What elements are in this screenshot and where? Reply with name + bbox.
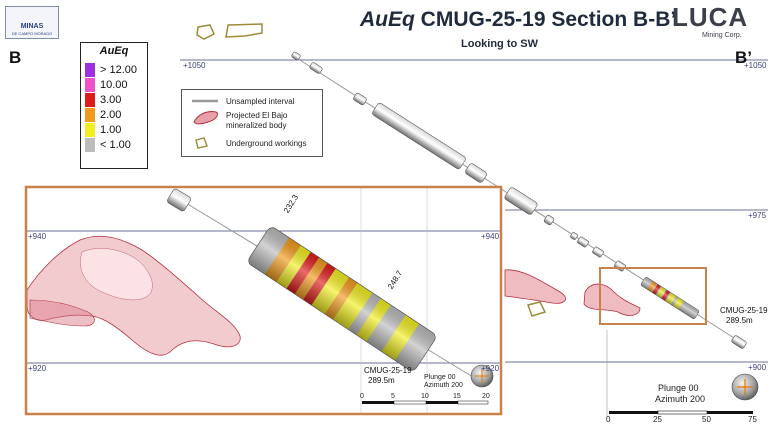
legend-swatch bbox=[85, 93, 95, 107]
plunge-label-inset: Plunge 00 bbox=[424, 374, 456, 381]
key-projected-2: mineralized body bbox=[226, 121, 287, 130]
minas-logo-name: MINAS bbox=[20, 23, 44, 30]
drillhole-length-inset: 289.5m bbox=[368, 376, 395, 385]
scale-bar-main bbox=[609, 410, 753, 415]
grade-legend: AuEq > 12.00 10.00 3.00 2.00 1.00 < 1.00 bbox=[80, 42, 148, 169]
scale-tick-main: 25 bbox=[653, 415, 662, 424]
plunge-label: Plunge 00 bbox=[658, 383, 699, 393]
legend-label: < 1.00 bbox=[100, 139, 131, 151]
underground-working-shape bbox=[527, 301, 547, 317]
key-projected-1: Projected El Bajo bbox=[226, 111, 288, 120]
luca-logo-sub: Mining Corp. bbox=[702, 32, 742, 39]
scale-tick-main: 50 bbox=[702, 415, 711, 424]
unsampled-intervals bbox=[291, 51, 747, 349]
page-subtitle: Looking to SW bbox=[461, 38, 538, 50]
scale-tick-inset: 20 bbox=[482, 393, 490, 400]
symbol-key-icons bbox=[192, 99, 219, 149]
scale-tick-inset: 15 bbox=[453, 393, 461, 400]
legend-swatch bbox=[85, 123, 95, 137]
section-label-right: B’ bbox=[735, 48, 752, 67]
legend-label: 1.00 bbox=[100, 124, 122, 136]
drillhole-name-inset: CMUG-25-19 bbox=[364, 366, 412, 375]
drillhole-name: CMUG-25-19 bbox=[720, 306, 768, 315]
legend-swatch bbox=[85, 63, 95, 77]
azimuth-label: Azimuth 200 bbox=[655, 394, 706, 404]
key-workings: Underground workings bbox=[226, 139, 307, 148]
assayed-interval-large bbox=[248, 227, 436, 371]
level-label-940-right: +940 bbox=[481, 232, 500, 241]
underground-working-shape bbox=[225, 23, 263, 38]
legend-swatch bbox=[85, 78, 95, 92]
legend-label: 10.00 bbox=[100, 79, 128, 91]
legend-swatch bbox=[85, 138, 95, 152]
scale-tick-main: 0 bbox=[606, 415, 611, 424]
drillhole-length: 289.5m bbox=[726, 316, 753, 325]
level-label-920-right: +920 bbox=[481, 364, 500, 373]
legend-label: 2.00 bbox=[100, 109, 122, 121]
scale-tick-inset: 5 bbox=[391, 393, 395, 400]
legend-label: > 12.00 bbox=[100, 64, 138, 76]
symbol-key: Unsampled interval Projected El Bajo min… bbox=[181, 89, 323, 157]
scale-tick-inset: 0 bbox=[360, 393, 364, 400]
underground-working-shape bbox=[196, 24, 215, 40]
assayed-interval-small bbox=[640, 277, 700, 319]
grade-legend-title: AuEq bbox=[99, 45, 129, 57]
projected-mineralized-body bbox=[504, 269, 566, 304]
azimuth-label-inset: Azimuth 200 bbox=[424, 382, 463, 389]
level-label-1050: +1050 bbox=[183, 61, 206, 70]
minas-logo: MINAS DE CAMPO MORADO bbox=[5, 6, 59, 39]
minas-logo-sub: DE CAMPO MORADO bbox=[11, 31, 53, 36]
title-italic: AuEq bbox=[360, 8, 415, 31]
key-unsampled: Unsampled interval bbox=[226, 97, 295, 106]
projected-mineralized-body bbox=[583, 283, 641, 316]
page-title: AuEq CMUG-25-19 Section B-B’ bbox=[360, 8, 676, 32]
legend-swatch bbox=[85, 108, 95, 122]
level-label-940: +940 bbox=[28, 232, 47, 241]
title-text: CMUG-25-19 Section B-B’ bbox=[420, 8, 677, 31]
level-label-900: +900 bbox=[748, 363, 767, 372]
scale-tick-inset: 10 bbox=[421, 393, 429, 400]
scale-bar-inset bbox=[362, 400, 489, 405]
legend-label: 3.00 bbox=[100, 94, 122, 106]
luca-logo: LUCA bbox=[672, 2, 749, 32]
level-label-1050-right: +1050 bbox=[744, 61, 767, 70]
section-label-left: B bbox=[9, 48, 22, 67]
scale-tick-main: 75 bbox=[748, 415, 757, 424]
inset-locator-frame bbox=[599, 267, 707, 325]
level-label-920: +920 bbox=[28, 364, 47, 373]
zoom-inset-frame bbox=[24, 185, 503, 416]
level-label-975: +975 bbox=[748, 211, 767, 220]
